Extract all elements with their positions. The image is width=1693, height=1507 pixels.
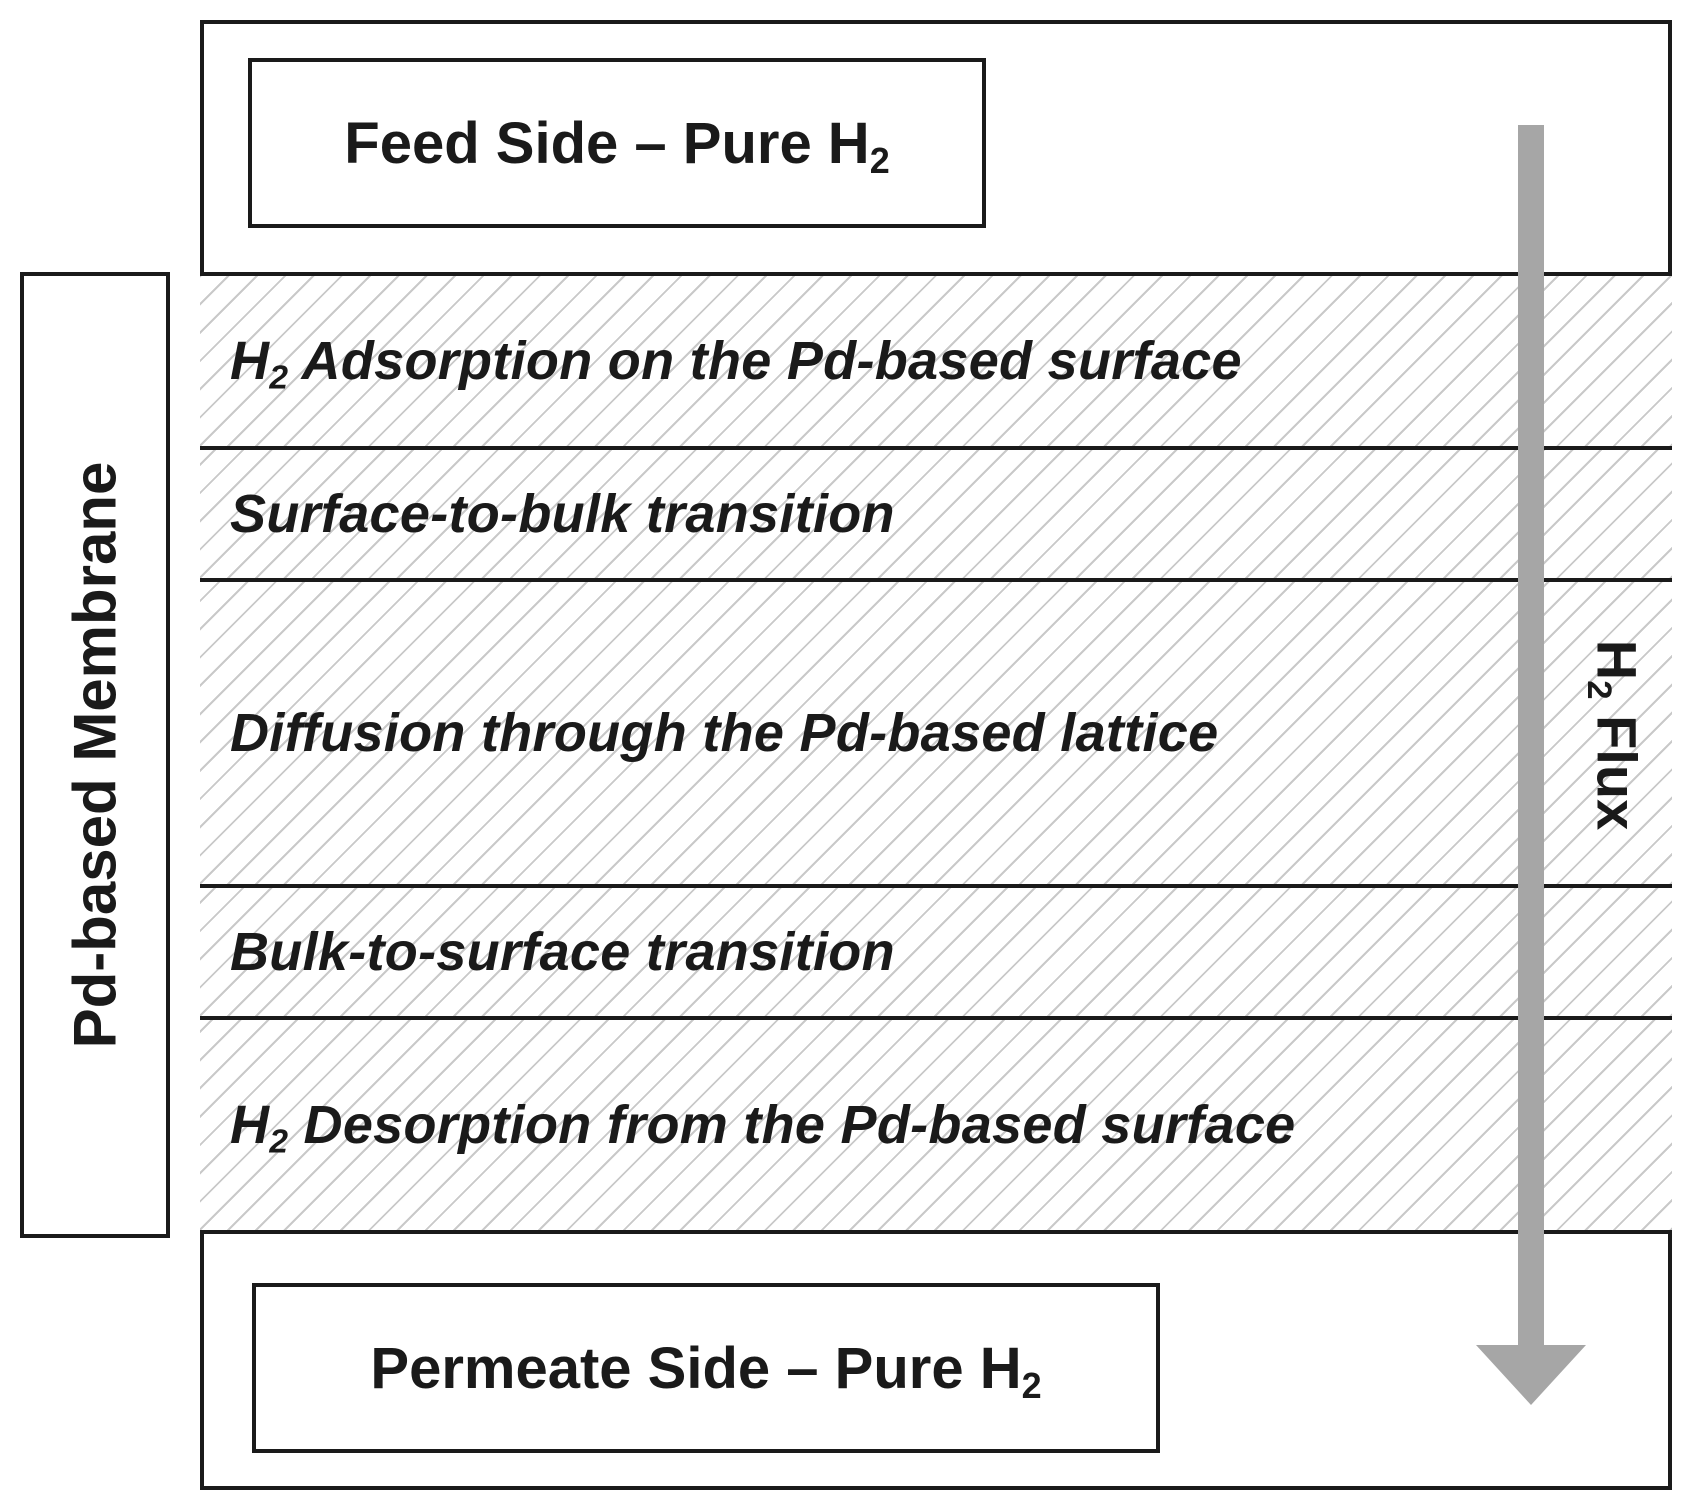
permeate-side-label: Permeate Side – Pure H2 [370,1335,1042,1406]
feed-side-label: Feed Side – Pure H2 [344,110,890,181]
permeate-side-box: Permeate Side – Pure H2 [252,1283,1160,1453]
flux-arrow-icon [1476,125,1586,1405]
flux-arrow-shaft [1518,125,1544,1345]
feed-side-box: Feed Side – Pure H2 [248,58,986,228]
step-surface-to-bulk-label: Surface-to-bulk transition [230,484,895,544]
membrane-bracket-box: Pd-based Membrane [20,272,170,1238]
step-desorption: H2 Desorption from the Pd-based surface [200,1016,1672,1234]
step-adsorption: H2 Adsorption on the Pd-based surface [200,272,1672,446]
step-surface-to-bulk: Surface-to-bulk transition [200,446,1672,578]
step-diffusion: Diffusion through the Pd-based lattice [200,578,1672,884]
step-bulk-to-surface: Bulk-to-surface transition [200,884,1672,1016]
membrane-label: Pd-based Membrane [61,461,129,1049]
step-desorption-label: H2 Desorption from the Pd-based surface [230,1095,1296,1161]
step-bulk-to-surface-label: Bulk-to-surface transition [230,922,895,982]
step-adsorption-label: H2 Adsorption on the Pd-based surface [230,331,1242,397]
step-diffusion-label: Diffusion through the Pd-based lattice [230,703,1219,763]
flux-arrow-head [1476,1345,1586,1405]
flux-label: H2 Flux [1579,639,1649,831]
